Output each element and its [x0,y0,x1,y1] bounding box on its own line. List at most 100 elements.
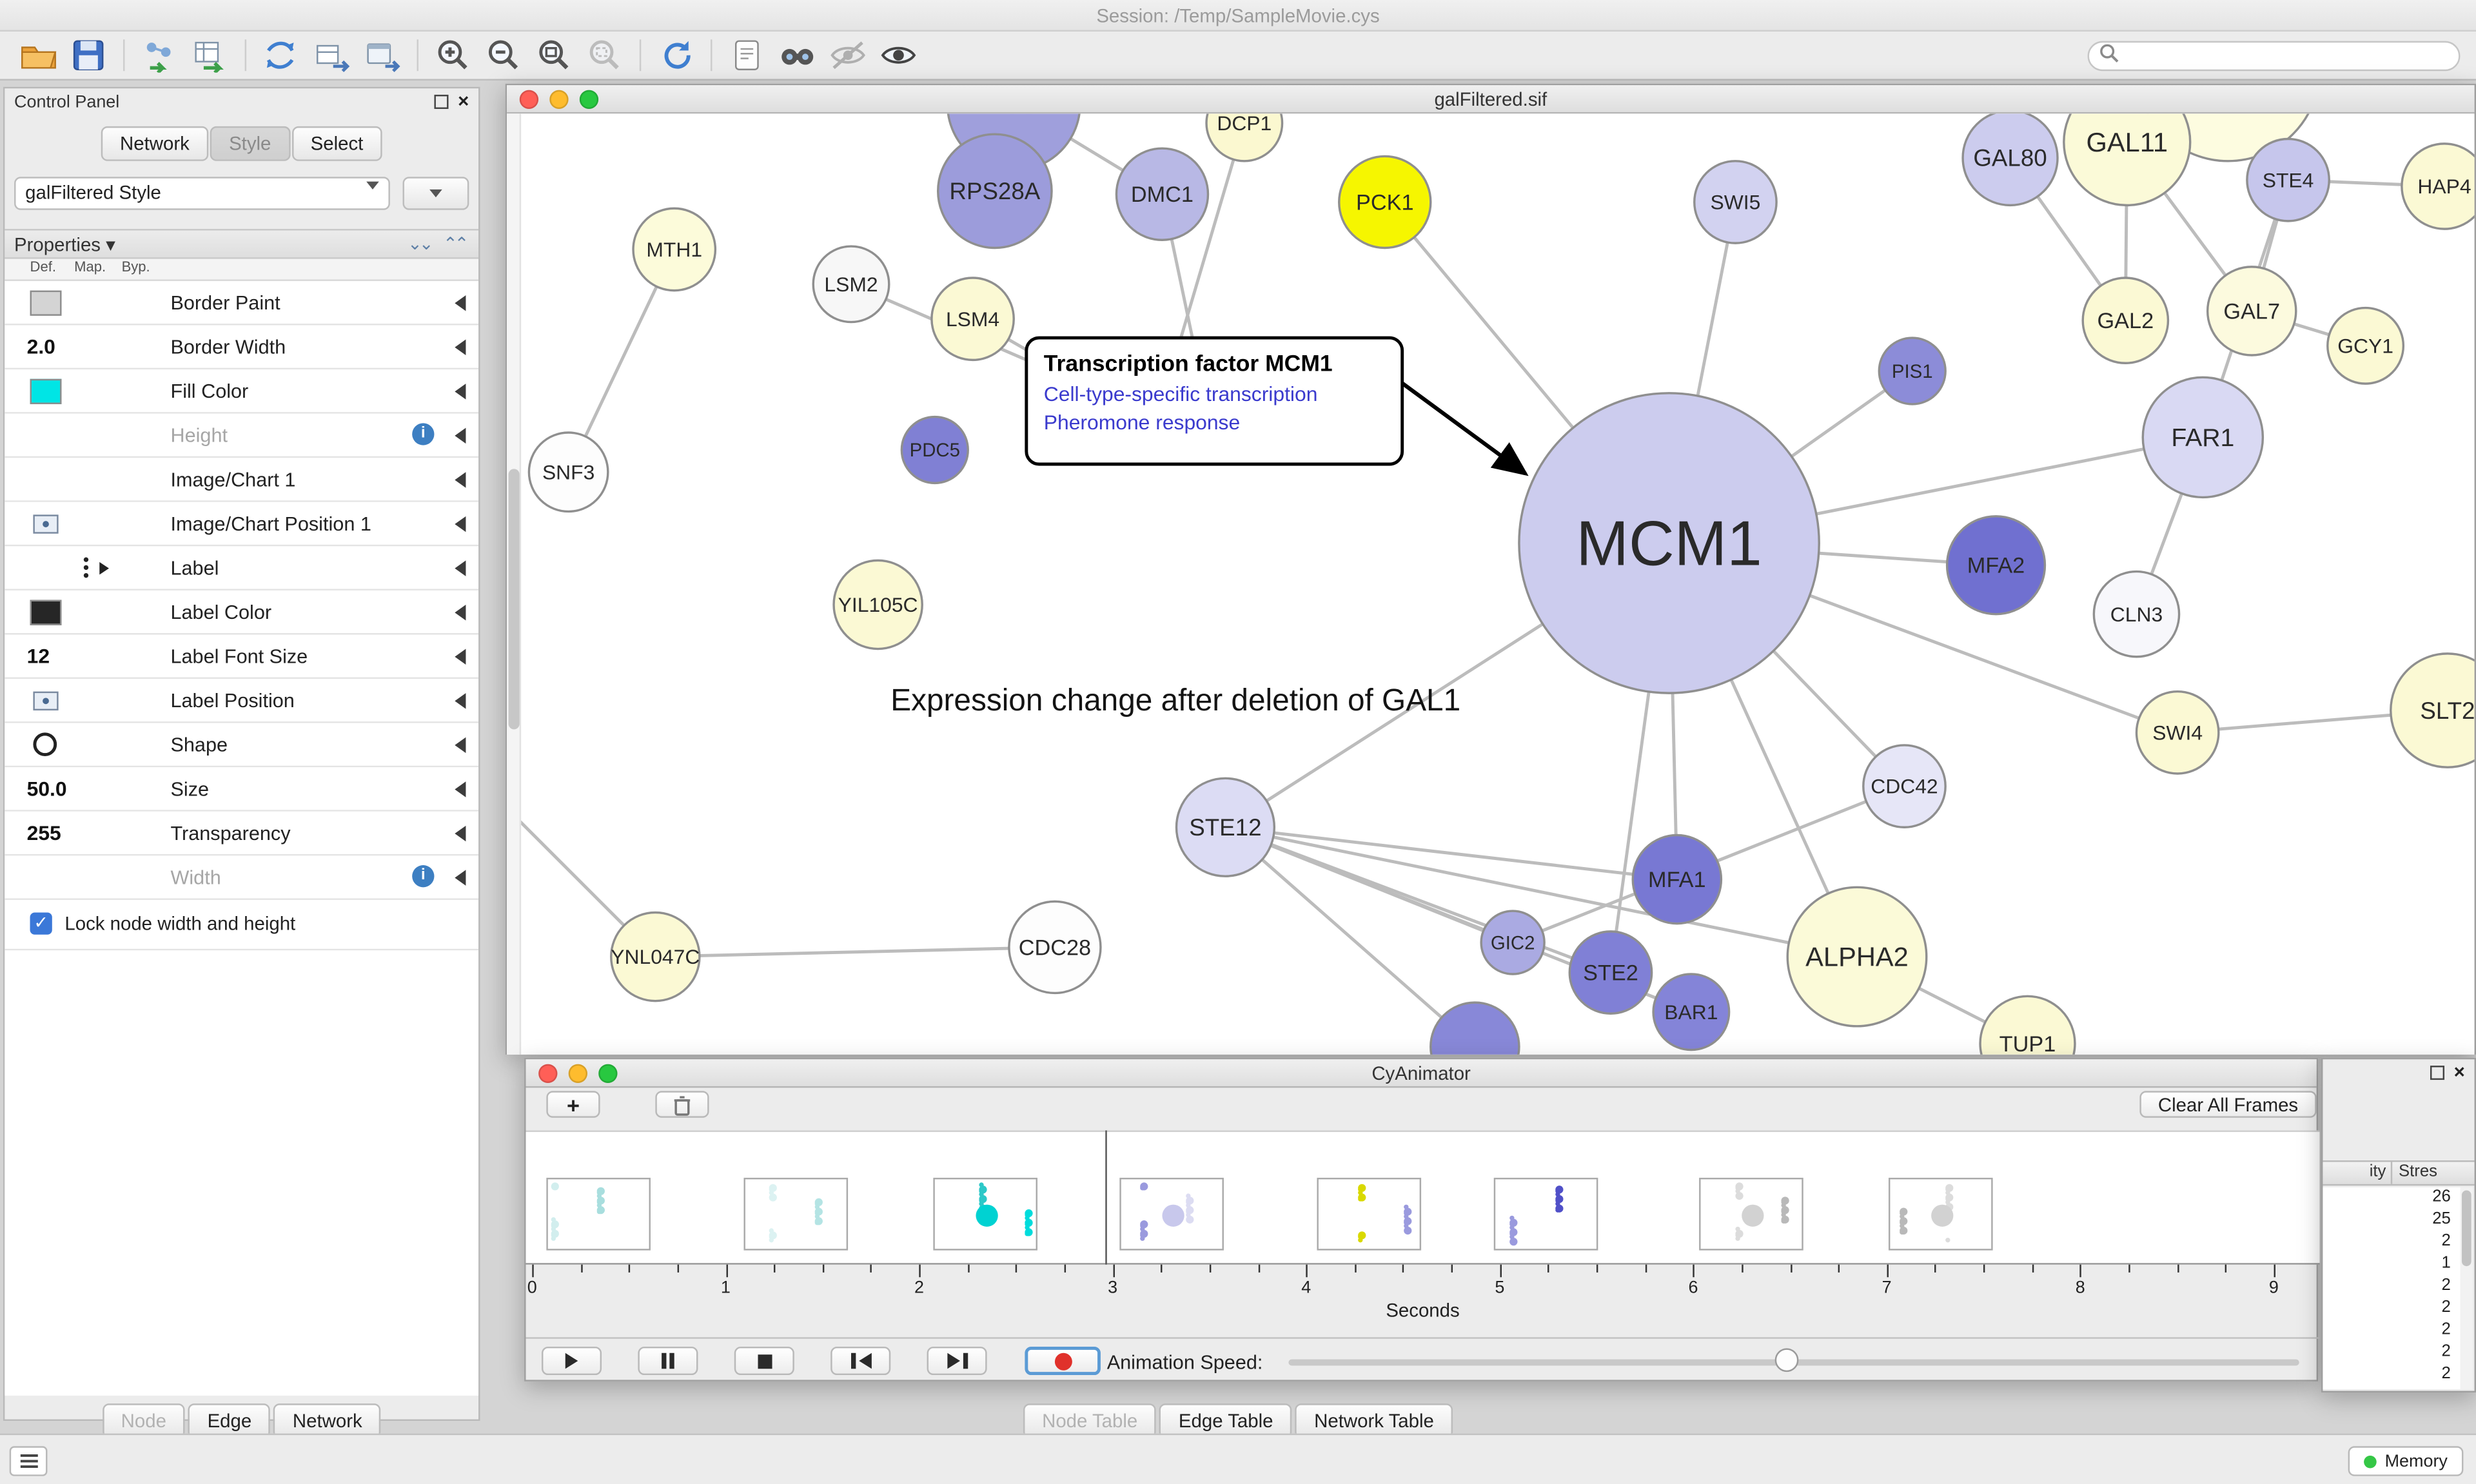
graph-node-slt2[interactable] [2390,652,2475,768]
property-row-label-position[interactable]: Label Position [5,679,479,723]
frame-thumbnail-2[interactable] [743,1177,849,1251]
graph-node-dmc1[interactable] [1115,147,1210,241]
expand-row-icon[interactable] [455,649,466,665]
show-graphics-details-icon[interactable] [873,35,923,76]
expand-row-icon[interactable] [455,516,466,532]
position-icon[interactable] [33,514,59,534]
default-value-swatch[interactable] [30,600,62,625]
tab-edge[interactable]: Edge [188,1403,271,1439]
results-table-cell[interactable]: 2 [2323,1342,2462,1364]
ellipse-shape-icon[interactable] [33,732,57,757]
zoom-selected-icon[interactable] [580,35,630,76]
clear-all-frames-button[interactable]: Clear All Frames [2139,1091,2317,1118]
graph-node-lsm2[interactable] [812,245,890,324]
show-panels-button[interactable] [9,1446,48,1476]
property-row-label[interactable]: Label [5,546,479,591]
property-row-image-chart-position-1[interactable]: Image/Chart Position 1 [5,502,479,547]
expand-row-icon[interactable] [455,427,466,444]
network-window-titlebar[interactable]: galFiltered.sif [507,85,2475,114]
network-view[interactable]: RPS28BDCP1RPS28ADMC1PCK1SWI5GAL80GAL11ST… [507,113,2475,1055]
open-session-icon[interactable] [13,35,63,76]
tab-edge-table[interactable]: Edge Table [1159,1403,1292,1439]
cyanimator-titlebar[interactable]: CyAnimator [526,1059,2317,1088]
scrollbar-thumb[interactable] [508,469,520,730]
close-window-icon[interactable] [538,1064,558,1084]
delete-frame-button[interactable] [655,1091,709,1118]
expand-row-icon[interactable] [455,295,466,311]
graph-node-pck1[interactable] [1338,155,1432,249]
column-stress[interactable]: Stres [2399,1162,2438,1181]
property-row-label-color[interactable]: Label Color [5,590,479,635]
new-network-icon[interactable] [256,35,306,76]
tab-network[interactable]: Network [101,126,209,161]
default-value[interactable]: 50.0 [26,776,67,801]
tab-select[interactable]: Select [291,126,382,161]
minimize-window-icon[interactable] [549,90,569,109]
close-window-icon[interactable] [519,90,539,109]
annotations-icon[interactable] [722,35,772,76]
frame-thumbnail-5[interactable] [1317,1177,1422,1251]
results-scrollbar[interactable] [2460,1187,2473,1390]
zoom-in-icon[interactable] [428,35,478,76]
export-image-icon[interactable] [357,35,407,76]
maximize-window-icon[interactable] [579,90,599,109]
expand-all-icon[interactable]: ⌃⌃ [443,235,469,255]
frame-thumbnail-1[interactable] [546,1177,651,1251]
results-table-cell[interactable]: 25 [2323,1209,2462,1232]
property-row-shape[interactable]: Shape [5,723,479,768]
expand-row-icon[interactable] [455,781,466,797]
graph-node-alpha2[interactable] [1786,886,1928,1028]
graph-node-mth1[interactable] [632,207,717,292]
refresh-view-icon[interactable] [651,35,701,76]
graph-node-ste4[interactable] [2246,137,2330,222]
expand-row-icon[interactable] [455,825,466,842]
results-table-cell[interactable]: 2 [2323,1320,2462,1342]
expand-row-icon[interactable] [455,604,466,621]
memory-button[interactable]: Memory [2348,1446,2464,1476]
save-session-icon[interactable] [63,35,113,76]
graph-edge[interactable] [1224,825,1858,959]
graph-node-swi5[interactable] [1693,160,1778,244]
graph-edge[interactable] [1224,826,1476,1048]
expand-row-icon[interactable] [455,870,466,886]
graph-edge[interactable] [655,945,1055,959]
graph-node-swi4[interactable] [2135,690,2220,775]
position-icon[interactable] [33,691,59,711]
graph-node-yil105c[interactable] [832,559,923,650]
results-table-cell[interactable]: 2 [2323,1298,2462,1320]
default-value[interactable]: 12 [26,644,50,668]
annotation-link[interactable]: Cell-type-specific transcription [1043,382,1318,406]
default-value[interactable]: 2.0 [26,335,55,358]
frame-thumbnail-8[interactable] [1888,1177,1993,1251]
frame-thumbnail-4[interactable] [1119,1177,1224,1251]
pause-button[interactable] [638,1346,698,1376]
next-frame-button[interactable] [927,1346,987,1376]
passthrough-mapping-icon[interactable] [81,557,109,579]
maximize-window-icon[interactable] [598,1064,618,1084]
annotation-link[interactable]: Pheromone response [1043,410,1241,434]
timeline-playhead[interactable] [1105,1130,1107,1265]
lock-size-checkbox[interactable]: ✓ [30,912,52,935]
graph-node-far1[interactable] [2141,376,2265,499]
graph-node-lsm4[interactable] [930,277,1015,362]
animation-speed-thumb[interactable] [1774,1348,1799,1372]
expand-row-icon[interactable] [455,560,466,576]
results-table-cell[interactable]: 26 [2323,1187,2462,1209]
style-dropdown[interactable]: galFiltered Style [14,177,390,212]
graph-node-mfa2[interactable] [1945,515,2047,616]
tab-network[interactable]: Network [273,1403,382,1439]
graph-node-gal7[interactable] [2206,266,2297,356]
info-icon[interactable]: i [412,423,435,445]
properties-header[interactable]: Properties ▾ ⌄⌄⌃⌃ [5,229,479,259]
close-panel-icon[interactable]: × [458,90,469,112]
graph-node-rps28a[interactable] [936,133,1053,249]
hide-graphics-details-icon[interactable] [823,35,873,76]
graph-node-ste2[interactable] [1568,930,1653,1015]
property-row-fill-color[interactable]: Fill Color [5,369,479,414]
graph-node-gal11[interactable] [2063,113,2192,207]
graph-node-tup1[interactable] [1979,995,2076,1055]
collapse-all-icon[interactable]: ⌄⌄ [408,235,433,255]
